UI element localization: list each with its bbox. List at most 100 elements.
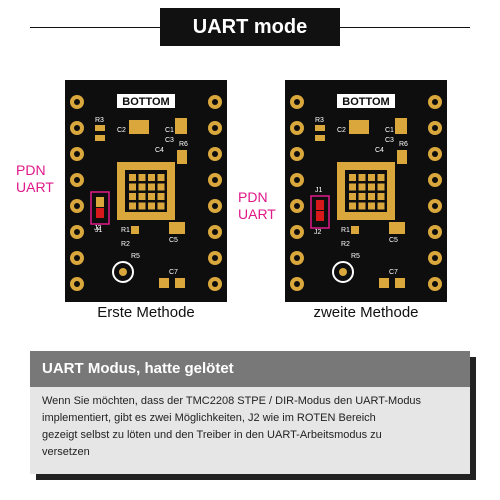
info-line: versetzen (42, 446, 90, 458)
right-pin-header (428, 95, 442, 291)
pad-c7a (379, 278, 389, 288)
left-header-pin-hole (74, 281, 80, 287)
silkscreen-c2: C2 (117, 127, 126, 134)
right-header-pin-hole (212, 229, 218, 235)
left-header-pin-hole (74, 229, 80, 235)
info-box: UART Modus, hatte gelötet Wenn Sie möcht… (30, 351, 470, 474)
silkscreen-r2: R2 (341, 241, 350, 248)
pad-c7a (159, 278, 169, 288)
silkscreen-j1: J1 (95, 227, 103, 234)
silkscreen-c5: C5 (389, 237, 398, 244)
pdn-uart-label-first: PDN UART (16, 162, 54, 196)
silkscreen-r1: R1 (121, 227, 130, 234)
right-header-pin-hole (212, 255, 218, 261)
pcb-board-second-method: BOTTOM R3 C2 C1 C3 C4 R6 J1 J2 R1 R2 R5 … (285, 80, 447, 302)
right-header-pin-hole (212, 281, 218, 287)
silkscreen-c5: C5 (169, 237, 178, 244)
silkscreen-r1: R1 (341, 227, 350, 234)
right-header-pin-hole (212, 203, 218, 209)
ic-thermal-pad (129, 193, 136, 200)
via-ring (112, 261, 134, 283)
silkscreen-j1: J1 (315, 187, 323, 194)
silkscreen-c1: C1 (165, 127, 174, 134)
pad-r1 (131, 226, 139, 234)
ic-thermal-pad (377, 202, 385, 210)
right-header-pin-hole (432, 177, 438, 183)
ic-thermal-pad (129, 174, 136, 181)
ic-thermal-pad (368, 183, 375, 191)
pcb-board-first-method: BOTTOM R3 C2 C1 C3 C4 R6 J1 J2 R1 R2 R5 … (65, 80, 227, 302)
right-header-pin-hole (432, 99, 438, 105)
silkscreen-r2: R2 (121, 241, 130, 248)
right-header-pin-hole (432, 281, 438, 287)
left-header-pin-hole (74, 99, 80, 105)
silkscreen-bottom-box (337, 94, 395, 108)
ic-thermal-pad (157, 193, 165, 200)
left-pin-header (290, 95, 304, 291)
info-box-title: UART Modus, hatte gelötet (42, 360, 234, 377)
left-header-pin-hole (74, 125, 80, 131)
pad-r6 (397, 150, 407, 164)
silkscreen-j2: J2 (314, 229, 322, 236)
ic-thermal-pad (368, 193, 375, 200)
ic-thermal-grid (349, 174, 385, 210)
pad-j2-top (96, 197, 104, 207)
left-header-pin-hole (74, 203, 80, 209)
right-pin-header (208, 95, 222, 291)
pdn-label-line2: UART (16, 179, 54, 195)
ic-thermal-pad (129, 202, 136, 210)
info-line: Wenn Sie möchten, dass der TMC2208 STPE … (42, 395, 422, 407)
ic-thermal-pad (349, 193, 356, 200)
pdn-label-line1: PDN (16, 162, 46, 178)
right-header-pin-hole (432, 151, 438, 157)
silkscreen-r3: R3 (315, 117, 324, 124)
right-header-pin-hole (432, 229, 438, 235)
via-pad (339, 268, 347, 276)
pad-c1 (175, 118, 187, 134)
pad-r3 (95, 125, 105, 131)
page-title: UART mode (160, 8, 340, 46)
pcb-drawing: BOTTOM R3 C2 C1 C3 C4 R6 J1 J2 R1 R2 R5 … (65, 80, 227, 302)
right-header-pin-hole (212, 151, 218, 157)
pad-c7b (395, 278, 405, 288)
left-header-pin-hole (294, 203, 300, 209)
silkscreen-r6: R6 (179, 141, 188, 148)
silkscreen-r5: R5 (131, 253, 140, 260)
ic-thermal-pad (148, 193, 155, 200)
ic-thermal-pad (138, 202, 146, 210)
silkscreen-r5: R5 (351, 253, 360, 260)
pad-c7b (175, 278, 185, 288)
info-line: gezeigt selbst zu löten und den Treiber … (42, 429, 382, 441)
pad-r3b (315, 135, 325, 141)
left-pin-header (70, 95, 84, 291)
left-header-pin-hole (294, 151, 300, 157)
via-pad (119, 268, 127, 276)
pdn-uart-label-second: PDN UART (238, 189, 276, 223)
pad-r6 (177, 150, 187, 164)
right-header-pin-hole (432, 255, 438, 261)
ic-thermal-pad (358, 202, 366, 210)
left-header-pin-hole (294, 177, 300, 183)
ic-thermal-pad (148, 174, 155, 181)
pcb-drawing: BOTTOM R3 C2 C1 C3 C4 R6 J1 J2 R1 R2 R5 … (285, 80, 447, 302)
silkscreen-c1: C1 (385, 127, 394, 134)
ic-thermal-pad (138, 174, 146, 181)
left-header-pin-hole (74, 255, 80, 261)
ic-thermal-pad (157, 183, 165, 191)
silkscreen-c7: C7 (169, 269, 178, 276)
pad-r3b (95, 135, 105, 141)
ic-thermal-pad (377, 174, 385, 181)
ic-thermal-pad (157, 202, 165, 210)
silkscreen-bottom: BOTTOM (342, 96, 389, 108)
info-box-shadow (470, 357, 476, 480)
left-header-pin-hole (294, 99, 300, 105)
ic-thermal-pad (349, 202, 356, 210)
highlight-box (90, 191, 110, 225)
pad-c1 (395, 118, 407, 134)
highlight-box (310, 195, 330, 229)
silkscreen-c4: C4 (375, 147, 384, 154)
left-header-pin-hole (294, 281, 300, 287)
left-header-pin-hole (74, 177, 80, 183)
pad-c2 (129, 120, 149, 134)
ic-thermal-pad (129, 183, 136, 191)
